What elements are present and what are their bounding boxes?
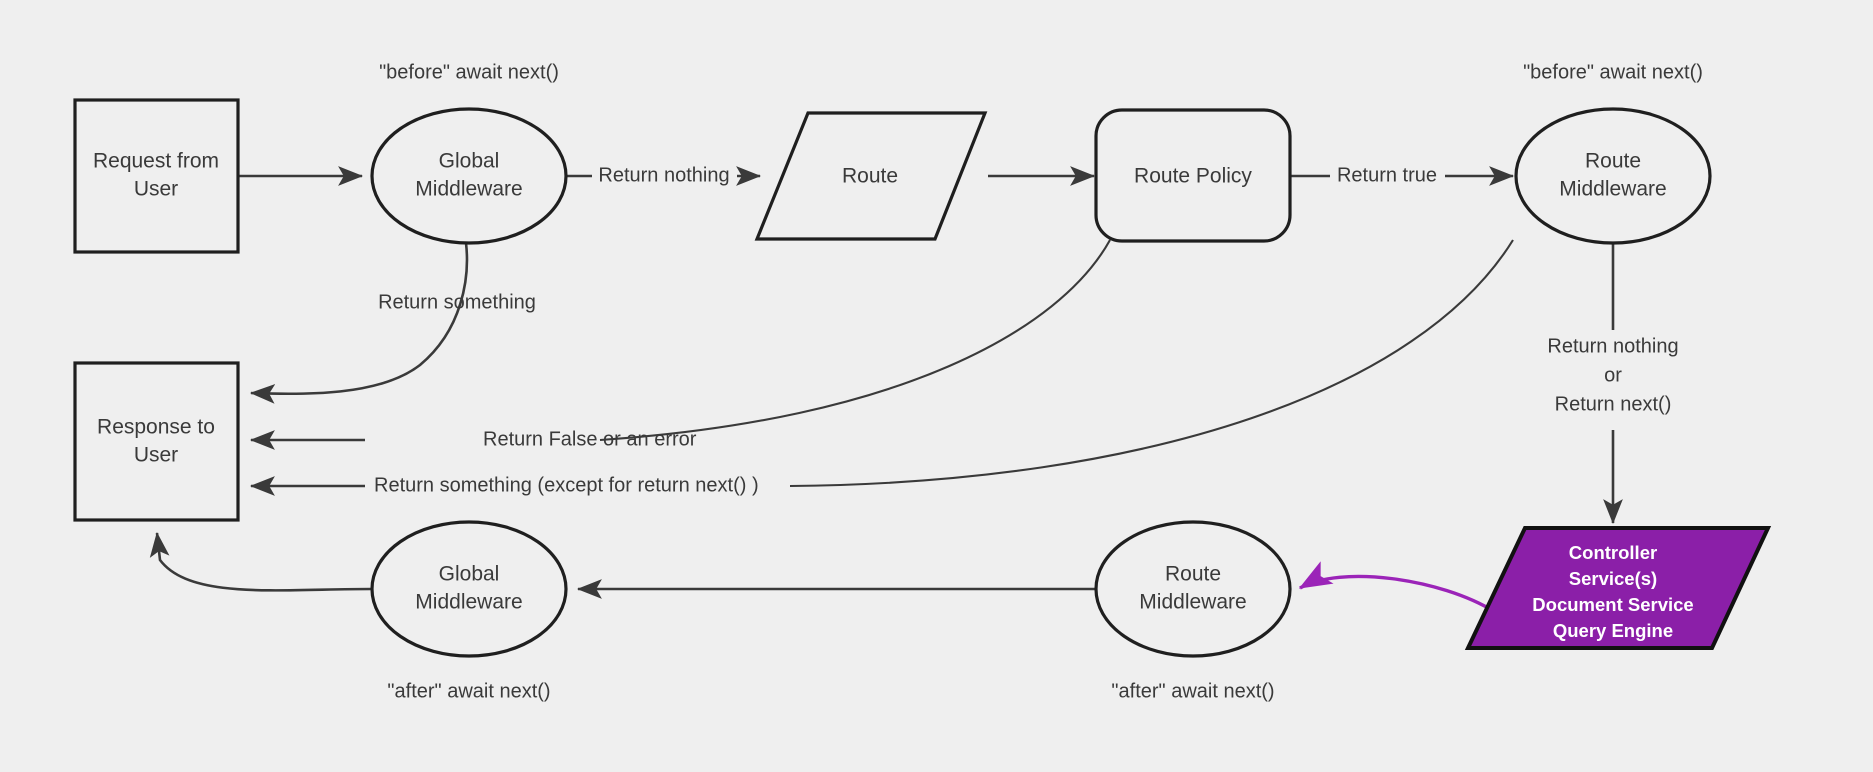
request-from-user-shape: [73, 98, 240, 254]
response-to-user-shape: [73, 361, 240, 522]
node-route-middleware-top[interactable]: Route Middleware: [1514, 107, 1712, 245]
controller-services-shape: [1464, 526, 1772, 650]
route-middleware-top-label-line2: Middleware: [1559, 178, 1666, 201]
edge-label-return-nothing-or-next-line2: or: [1604, 364, 1622, 386]
edge-global-middleware-bottom-to-response: [149, 531, 373, 592]
edge-label-return-nothing-or-next-line1: Return nothing: [1547, 335, 1678, 357]
edge-route-middleware-return-something-except: [789, 239, 1514, 488]
route-middleware-top-shape: [1514, 107, 1712, 245]
route-policy-label: Route Policy: [1134, 165, 1252, 188]
edge-label-return-nothing-or-next-line3: Return next(): [1555, 393, 1672, 415]
route-middleware-bottom-label-line2: Middleware: [1139, 591, 1246, 614]
route-label: Route: [842, 165, 898, 188]
route-shape: [754, 111, 988, 241]
route-middleware-bottom-label-line1: Route: [1165, 563, 1221, 586]
node-global-middleware-bottom[interactable]: Global Middleware: [370, 520, 568, 658]
request-from-user-label-line2: User: [134, 178, 178, 201]
controller-services-label-line4: Query Engine: [1553, 620, 1673, 641]
edge-label-return-true: Return true: [1337, 164, 1437, 186]
route-middleware-bottom-shape: [1094, 520, 1292, 658]
controller-services-label-line3: Document Service: [1532, 594, 1693, 615]
node-request-from-user[interactable]: Request from User: [73, 98, 240, 254]
node-route[interactable]: Route: [754, 111, 988, 241]
global-middleware-top-label-line2: Middleware: [415, 178, 522, 201]
route-middleware-top-label-line1: Route: [1585, 150, 1641, 173]
response-to-user-label-line2: User: [134, 444, 178, 467]
node-controller-services[interactable]: Controller Service(s) Document Service Q…: [1464, 526, 1772, 650]
annotation-after-await-next-route: "after" await next(): [1111, 680, 1274, 702]
edge-label-return-something-top: Return something: [378, 291, 536, 313]
controller-services-label-line1: Controller: [1569, 542, 1657, 563]
global-middleware-top-shape: [370, 107, 568, 245]
annotation-after-await-next-global: "after" await next(): [387, 680, 550, 702]
global-middleware-bottom-label-line1: Global: [439, 563, 500, 586]
annotation-before-await-next-global: "before" await next(): [379, 61, 559, 83]
edge-label-return-nothing: Return nothing: [598, 164, 729, 186]
route-policy-shape: [1094, 108, 1292, 243]
edge-label-return-something-except-next: Return something (except for return next…: [374, 474, 759, 496]
node-response-to-user[interactable]: Response to User: [73, 361, 240, 522]
response-to-user-label-line1: Response to: [97, 416, 215, 439]
global-middleware-top-label-line1: Global: [439, 150, 500, 173]
global-middleware-bottom-label-line2: Middleware: [415, 591, 522, 614]
edge-label-return-false-or-error: Return False or an error: [483, 428, 697, 450]
edge-route-policy-return-false: [599, 239, 1111, 442]
request-from-user-label-line1: Request from: [93, 150, 219, 173]
node-global-middleware-top[interactable]: Global Middleware: [370, 107, 568, 245]
edge-global-middleware-return-something: [249, 242, 469, 404]
annotation-before-await-next-route: "before" await next(): [1523, 61, 1703, 83]
global-middleware-bottom-shape: [370, 520, 568, 658]
controller-services-label-line2: Service(s): [1569, 568, 1657, 589]
node-route-middleware-bottom[interactable]: Route Middleware: [1094, 520, 1292, 658]
edge-controller-to-route-middleware-bottom: [1298, 561, 1496, 614]
node-route-policy[interactable]: Route Policy: [1094, 108, 1292, 243]
